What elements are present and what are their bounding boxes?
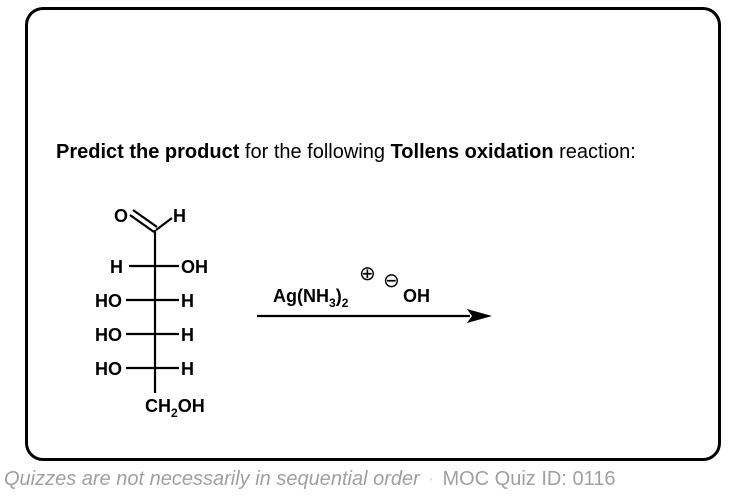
reaction-arrow-head-icon [467, 309, 492, 323]
carbonyl-bond-1 [129, 214, 155, 233]
c4-right-label: H [181, 325, 194, 345]
c4-left-label: HO [95, 325, 122, 345]
hydroxide-label: OH [403, 286, 430, 306]
c5-left-label: HO [95, 359, 122, 379]
question-text-2: reaction: [553, 141, 636, 163]
footer-note: Quizzes are not necessarily in sequentia… [4, 468, 420, 490]
reagent-sub-2: 2 [342, 296, 349, 310]
footer-separator: · [427, 468, 435, 490]
silver-reagent-label: Ag(NH3)2 [273, 286, 349, 310]
reagent-close-paren: ) [336, 286, 342, 306]
c3-left-label: HO [95, 291, 122, 311]
quiz-id: MOC Quiz ID: 0116 [442, 468, 616, 490]
c6-subscript: 2 [171, 406, 178, 420]
carbonyl-bond-2 [132, 209, 158, 228]
question-text: Predict the product for the following To… [56, 141, 636, 164]
footer: Quizzes are not necessarily in sequentia… [4, 468, 615, 491]
c5-right-label: H [181, 359, 194, 379]
c6-oh-label: OH [178, 396, 205, 416]
c2-right-label: OH [181, 257, 208, 277]
c6-group-label: CH2OH [145, 396, 205, 420]
aldehyde-h-bond [155, 217, 173, 231]
question-text-1: for the following [239, 141, 391, 163]
question-bold-2: Tollens oxidation [390, 141, 554, 163]
aldehyde-hydrogen-label: H [173, 206, 186, 226]
c6-ch-label: CH [145, 396, 171, 416]
reagent-sub-3: 3 [329, 296, 336, 310]
plus-charge-icon: ⊕ [359, 261, 376, 285]
c3-right-label: H [181, 291, 194, 311]
question-bold-1: Predict the product [56, 141, 240, 163]
c2-left-label: H [110, 257, 123, 277]
quiz-card [25, 7, 721, 461]
minus-charge-icon: ⊖ [383, 268, 400, 292]
reagent-main: Ag(NH [273, 286, 329, 306]
aldehyde-oxygen-label: O [114, 206, 128, 226]
